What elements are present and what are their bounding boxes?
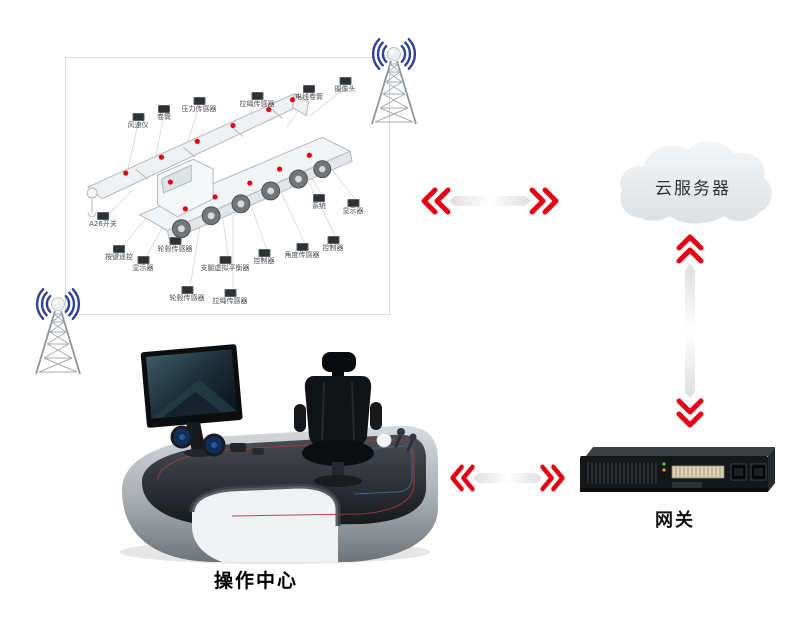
sensor-chip-icon xyxy=(158,105,170,113)
sensor-label: 电线卷筒 xyxy=(295,93,323,101)
led-green xyxy=(662,462,666,466)
sensor-item: 摄像头 xyxy=(335,77,356,93)
sensor-label: 轮毂传感器 xyxy=(169,294,205,302)
truck-wheels xyxy=(171,160,332,239)
sensor-item: 电线卷筒 xyxy=(295,85,323,101)
crane-truck-illustration xyxy=(86,89,356,289)
sensor-item: 压力传感器 xyxy=(182,97,217,113)
sensor-chip-icon xyxy=(137,256,149,264)
sensor-chip-icon xyxy=(193,97,205,105)
link-cloud-gateway-arrow xyxy=(674,228,706,434)
sensor-chip-icon xyxy=(296,243,308,251)
sensor-chip-icon xyxy=(339,77,351,85)
sensor-chip-icon xyxy=(181,286,193,294)
gauge-icons xyxy=(170,425,226,457)
sensor-item: 轮毂传感器 xyxy=(158,237,193,253)
sensor-label: 按键遥控 xyxy=(105,253,133,261)
sensor-label: 系统 xyxy=(312,202,326,210)
sensor-label: 显示器 xyxy=(132,264,154,272)
operation-center-label: 操作中心 xyxy=(213,570,298,592)
sensor-chip-icon xyxy=(258,249,270,257)
sensor-chip-icon xyxy=(224,289,236,297)
sensor-item: 显示器 xyxy=(343,199,364,215)
operator-console-illustration xyxy=(120,344,438,564)
sensor-label: 显示器 xyxy=(342,207,364,215)
sensor-item: 拉绳传感器 xyxy=(213,289,248,305)
terminal-block xyxy=(671,465,725,479)
sensor-item: 卷筒 xyxy=(157,105,171,121)
monitor-icon xyxy=(140,344,243,428)
link-truck-cloud-arrow xyxy=(415,185,565,217)
gateway-label: 网关 xyxy=(655,510,695,531)
sensor-chip-icon xyxy=(169,237,181,245)
desk-red-trim xyxy=(157,439,415,517)
sensor-chip-icon xyxy=(303,85,315,93)
joystick-icons xyxy=(394,428,417,452)
sensor-chip-icon xyxy=(219,256,231,264)
radio-tower-icon-top xyxy=(356,36,432,128)
led-amber xyxy=(662,468,666,472)
cloud-server-node: 云服务器 xyxy=(612,130,774,228)
operation-center-node xyxy=(100,340,445,570)
sensor-item: 拉绳传感器 xyxy=(240,92,275,108)
ethernet-ports xyxy=(730,463,767,481)
sensor-point-dots xyxy=(123,97,312,212)
sensor-label: 拉绳传感器 xyxy=(212,297,248,305)
sensor-label: 卷筒 xyxy=(157,113,171,121)
gateway-node xyxy=(572,440,778,504)
desk-blue-trim xyxy=(351,445,413,495)
cloud-server-label: 云服务器 xyxy=(655,179,731,199)
radio-tower-icon-left xyxy=(20,286,96,378)
dome-control xyxy=(376,432,392,448)
sensor-label: 风速仪 xyxy=(127,121,149,129)
wifi-waves-icon xyxy=(371,38,417,70)
desk-control-box xyxy=(230,443,246,452)
sensor-item: 轮毂传感器 xyxy=(170,286,205,302)
sensor-chip-icon xyxy=(113,245,125,253)
sensor-label: 摄像头 xyxy=(334,85,356,93)
sensor-item: 角度传感器 xyxy=(285,243,320,259)
desk-control-box xyxy=(252,448,264,455)
sensor-label: 支腿虚拟平衡器 xyxy=(200,264,250,272)
sensor-label: 控制器 xyxy=(253,257,275,265)
sensor-chip-icon xyxy=(96,212,109,220)
sensor-label: 压力传感器 xyxy=(181,105,217,113)
sensor-item: 按键遥控 xyxy=(105,245,133,261)
vehicle-sensors-panel: 风速仪 卷筒 压力传感器 拉绳传感器 电线卷筒 摄像头 A26开关 按键遥控 显… xyxy=(65,57,390,315)
sensor-chip-icon xyxy=(347,199,359,207)
cloud-icon xyxy=(620,141,772,224)
link-console-gateway-arrow xyxy=(445,462,570,494)
sensor-label: 控制器 xyxy=(322,244,344,252)
sensor-label: 拉绳传感器 xyxy=(239,100,275,108)
sensor-item: A26开关 xyxy=(89,212,117,228)
operator-seat xyxy=(294,352,382,487)
sensor-item: 支腿虚拟平衡器 xyxy=(201,256,250,272)
sensor-item: 显示器 xyxy=(133,256,154,272)
sensor-label: A26开关 xyxy=(89,220,117,228)
wifi-waves-icon xyxy=(35,288,81,320)
sensor-item: 风速仪 xyxy=(128,113,149,129)
sensor-chip-icon xyxy=(251,92,263,100)
sensor-chip-icon xyxy=(313,194,325,202)
sensor-item: 系统 xyxy=(312,194,326,210)
gateway-device-illustration xyxy=(580,447,775,492)
sensor-item: 控制器 xyxy=(254,249,275,265)
sensor-chip-icon xyxy=(132,113,144,121)
sensor-item: 控制器 xyxy=(323,236,344,252)
sensor-label: 轮毂传感器 xyxy=(157,245,193,253)
sensor-chip-icon xyxy=(327,236,339,244)
sensor-label: 角度传感器 xyxy=(284,251,320,259)
